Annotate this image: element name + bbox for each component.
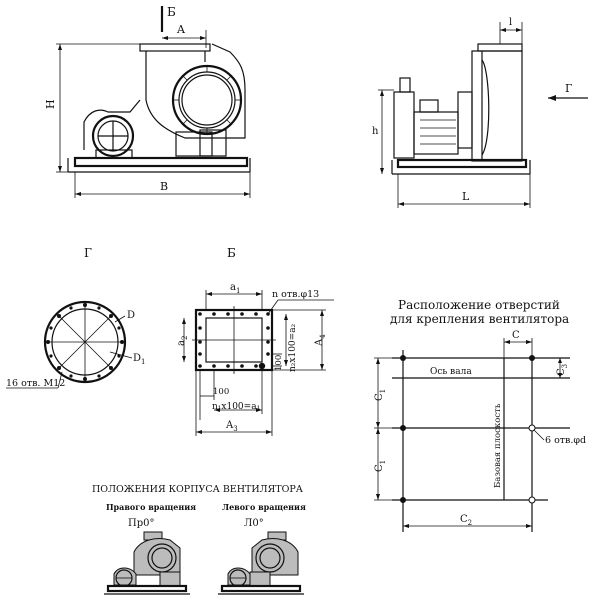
fan-left-rotation (218, 531, 304, 595)
motor-bracket (83, 99, 141, 150)
dim-d1-label: D1 (133, 353, 146, 366)
holes-title-1: Расположение отверстий (398, 298, 560, 312)
side-base (396, 158, 528, 169)
mounting-holes-layout: Расположение отверстий для крепления вен… (374, 298, 586, 532)
view-g-title: Г (84, 246, 92, 260)
gap-v-label: 100 (274, 355, 284, 371)
side-housing (471, 50, 523, 162)
front-view: Б A (44, 5, 251, 198)
shaft-axis-label: Ось вала (430, 367, 472, 377)
base-plane-label: Базовая плоскость (493, 403, 503, 488)
dim-c3-label: C3 (556, 364, 569, 376)
dim-d-label: D (127, 310, 135, 321)
arrow-g-label: Г (565, 82, 572, 95)
side-outlet-flange (477, 43, 523, 52)
scroll-housing (145, 43, 246, 139)
dim-a-label: A (176, 23, 186, 36)
gap-h-label: 100 (213, 387, 229, 397)
mount-holes-label: 6 отв.φd (545, 435, 586, 446)
dim-c-label: C (512, 330, 520, 341)
outlet-holes-label: n отв.φ13 (272, 289, 319, 300)
view-b: Б a1 a2 n отв.φ13 (176, 246, 334, 436)
dim-c1-bottom-label: C1 (374, 460, 387, 472)
dim-h-side-label: h (372, 126, 379, 137)
dim-c2-label: C2 (460, 514, 472, 527)
side-motor (413, 111, 459, 155)
flange-holes-label: 16 отв. M12 (6, 378, 65, 389)
dim-a1-label: a1 (230, 282, 240, 295)
motor (91, 114, 135, 158)
view-g: Г D (6, 246, 146, 389)
dim-b-label: B (160, 180, 168, 193)
pitch-h-label: n₁x100=a₁ (212, 402, 260, 412)
dim-a3-label: A3 (225, 420, 238, 433)
view-b-title: Б (227, 246, 236, 260)
holes-title-2: для крепления вентилятора (390, 312, 569, 326)
dim-c1-top-label: C1 (374, 389, 387, 401)
right-rotation-code: Пр0° (128, 518, 154, 529)
dim-l-label: l (509, 17, 512, 28)
outlet-flange (139, 43, 211, 52)
dim-a4-label: A4 (314, 334, 327, 347)
dim-l-side-label: L (462, 190, 470, 203)
pitch-v-label: n₂x100=a₂ (288, 323, 298, 372)
side-view: l h L (372, 17, 588, 208)
dim-h-label: H (44, 99, 57, 109)
reference-hole (258, 362, 266, 370)
left-rotation-code: Л0° (244, 518, 264, 529)
dim-a2-label: a2 (176, 336, 189, 346)
left-rotation-label: Левого вращения (222, 502, 306, 512)
right-rotation-label: Правого вращения (106, 502, 196, 512)
housing-positions: ПОЛОЖЕНИЯ КОРПУСА ВЕНТИЛЯТОРА Правого вр… (92, 484, 306, 595)
section-mark-b: Б (167, 5, 176, 19)
positions-title: ПОЛОЖЕНИЯ КОРПУСА ВЕНТИЛЯТОРА (92, 484, 304, 495)
base-frame (73, 156, 249, 168)
fan-right-rotation (104, 531, 190, 595)
